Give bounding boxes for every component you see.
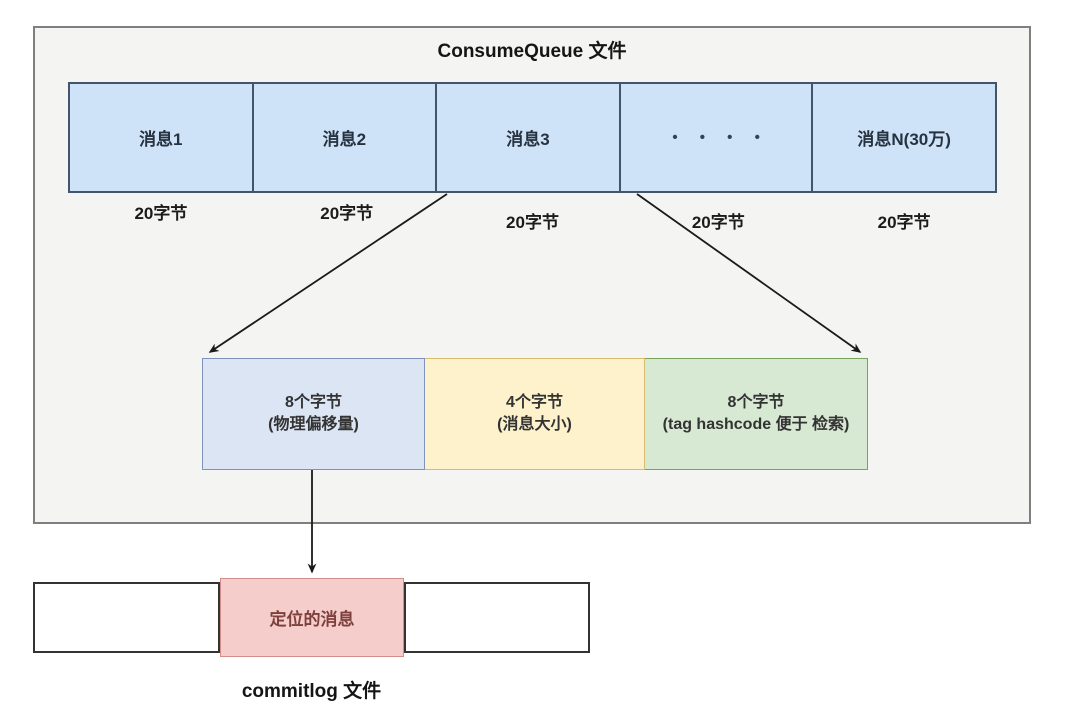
message-box-ellipsis: • • • • [620, 84, 814, 191]
message-label: 消息1 [139, 130, 183, 149]
segment-line2: (物理偏移量) [268, 416, 359, 433]
message-label: 消息2 [322, 130, 367, 149]
segment-line1: 8个字节 [285, 393, 342, 411]
consume-queue-title: ConsumeQueue 文件 [437, 41, 627, 62]
segment-line1: 8个字节 [727, 393, 785, 411]
commitlog-segment-right [404, 582, 590, 653]
commitlog-label: commitlog 文件 [241, 681, 382, 702]
size-label-4: 20字节 [691, 213, 745, 232]
ellipsis-dots-icon: • • • • [672, 129, 769, 146]
segment-line1: 4个字节 [506, 393, 563, 411]
size-label-1: 20字节 [134, 204, 188, 223]
size-label-2: 20字节 [320, 204, 374, 223]
message-label: 消息N(30万) [857, 130, 951, 149]
segment-tag-hashcode: 8个字节 (tag hashcode 便于 检索) [645, 358, 868, 470]
segment-line2: (消息大小) [497, 416, 572, 433]
commitlog-box: 定位的消息 [33, 578, 590, 657]
size-label-5: 20字节 [877, 213, 931, 232]
located-message-label: 定位的消息 [269, 610, 355, 629]
segment-message-size: 4个字节 (消息大小) [425, 358, 645, 470]
message-box-2: 消息2 [253, 84, 438, 191]
message-box-n: 消息N(30万) [813, 84, 995, 191]
message-row: 消息1 消息2 消息3 • • • • 消息N(30万) [68, 82, 997, 193]
entry-detail-box: 8个字节 (物理偏移量) 4个字节 (消息大小) 8个字节 (tag hashc… [202, 358, 868, 470]
size-label-3: 20字节 [506, 213, 559, 232]
commitlog-segment-left [33, 582, 220, 653]
message-label: 消息3 [506, 130, 550, 149]
located-message-segment: 定位的消息 [220, 578, 404, 657]
message-box-3: 消息3 [437, 84, 621, 191]
message-box-1: 消息1 [70, 84, 254, 191]
segment-physical-offset: 8个字节 (物理偏移量) [202, 358, 425, 470]
size-label-row: 20字节 20字节 20字节 20字节 20字节 [68, 197, 997, 233]
segment-line2: (tag hashcode 便于 检索) [662, 416, 850, 433]
